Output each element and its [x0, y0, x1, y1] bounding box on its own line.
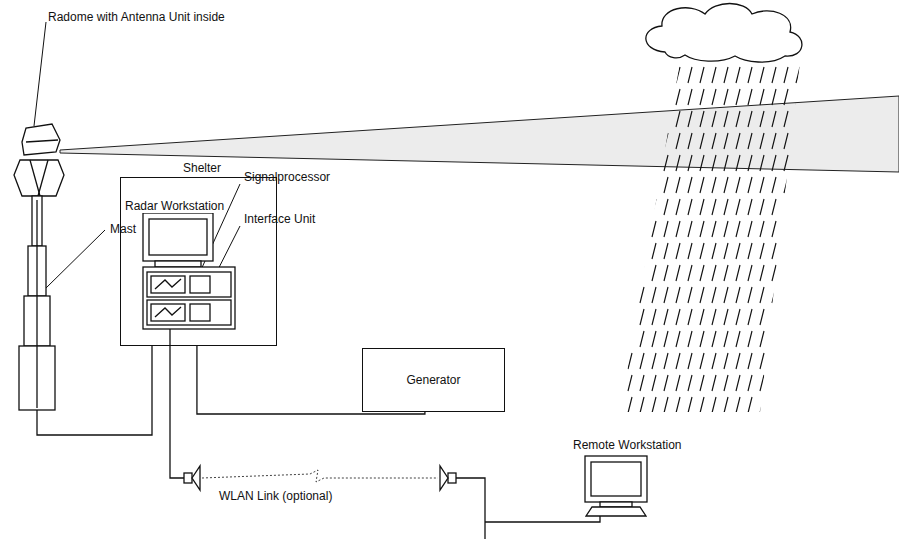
cable — [456, 478, 485, 539]
cable — [170, 329, 184, 478]
part-label: Mast — [110, 222, 136, 236]
box-text: Generator — [406, 373, 460, 387]
part-label: Radome with Antenna Unit inside — [48, 10, 225, 24]
edges — [197, 346, 425, 414]
remote-workstation — [585, 456, 647, 516]
leader-line — [34, 22, 240, 305]
part-label: Radar Workstation — [124, 199, 225, 213]
cable — [485, 512, 600, 522]
link-label: WLAN Link (optional) — [218, 489, 333, 503]
radio-link — [202, 470, 438, 482]
part-label: Interface Unit — [243, 212, 316, 226]
rain — [620, 62, 800, 412]
cloud — [646, 4, 802, 63]
box-heading: Shelter — [183, 161, 221, 175]
radome — [14, 124, 64, 196]
power-cable — [197, 346, 425, 414]
mast — [19, 196, 55, 410]
wlan-antenna — [184, 466, 456, 490]
radar-workstation — [143, 213, 235, 329]
cable — [37, 346, 152, 435]
part-label: Remote Workstation — [572, 438, 683, 452]
generator-box: Generator — [362, 348, 505, 412]
shelter-box: Shelter — [120, 177, 277, 346]
